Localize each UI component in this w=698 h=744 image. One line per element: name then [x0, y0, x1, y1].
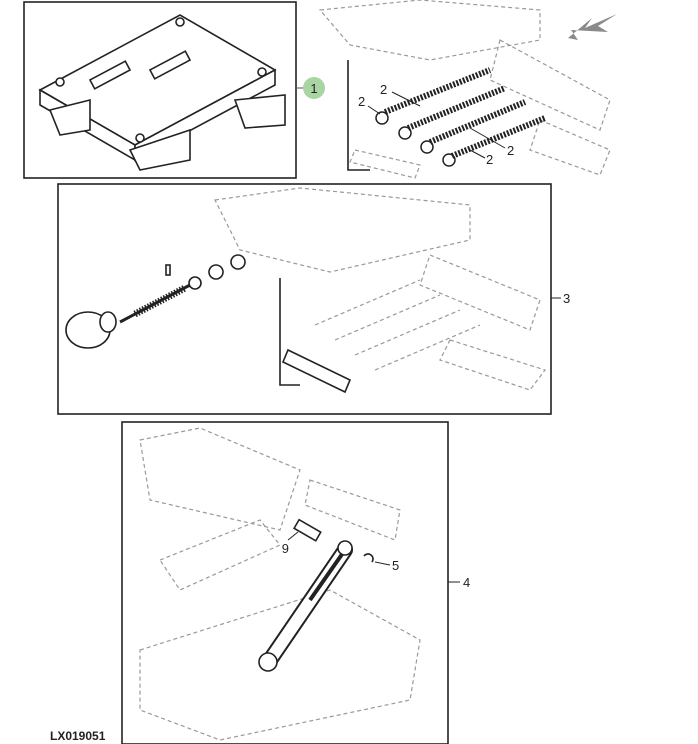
callout-2a[interactable]: 2	[358, 94, 365, 109]
callout-2d[interactable]: 2	[486, 152, 493, 167]
detail-box-strut	[121, 421, 449, 744]
springs-drawing	[318, 0, 611, 179]
callout-2c[interactable]: 2	[507, 143, 514, 158]
view-direction-arrow-icon	[568, 14, 617, 40]
callout-3[interactable]: 3	[563, 291, 570, 306]
base-plate-drawing	[38, 14, 286, 171]
adjuster-drawing	[65, 187, 546, 394]
detail-box-adjuster	[57, 183, 552, 415]
figure-id: LX019051	[50, 729, 106, 743]
callout-2b[interactable]: 2	[380, 82, 387, 97]
callout-1[interactable]: 1	[310, 81, 317, 96]
strut-drawing	[139, 427, 421, 741]
detail-box-plate	[23, 1, 297, 179]
callout-4[interactable]: 4	[463, 575, 470, 590]
callout-1-highlight[interactable]	[303, 77, 325, 99]
callout-6[interactable]: 6	[282, 541, 289, 556]
callout-5[interactable]: 5	[392, 558, 399, 573]
